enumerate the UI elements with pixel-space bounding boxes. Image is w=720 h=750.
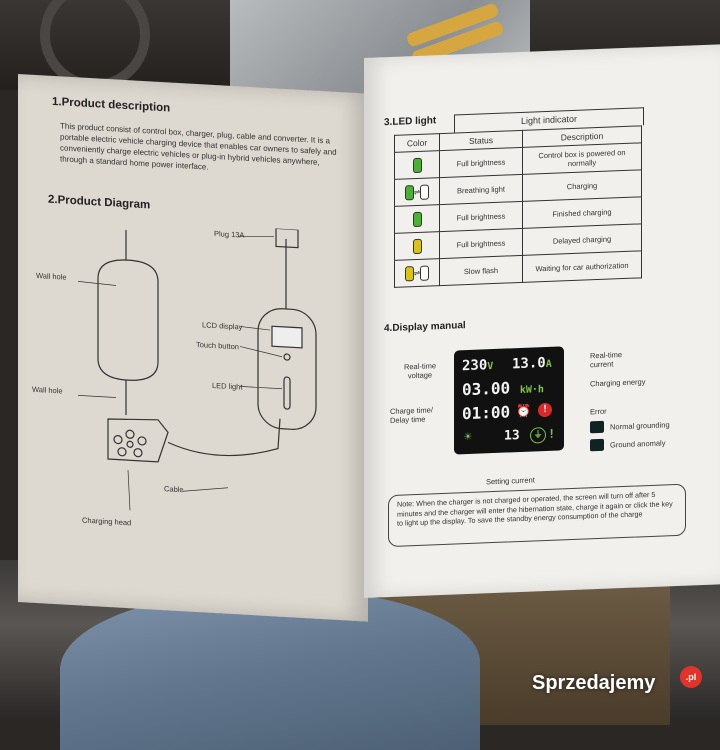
led-indicator-icon: [412, 157, 422, 173]
row-status: Breathing light: [439, 174, 523, 205]
lcd-display: [271, 325, 303, 349]
led-table: Color Status Description Full brightness…: [394, 125, 642, 288]
row-status: Full brightness: [439, 228, 523, 259]
right-page: 3.LED light Light indicator Color Status…: [364, 44, 720, 599]
label-realtime-current: Real-time current: [590, 350, 623, 370]
label-setting-current: Setting current: [486, 475, 535, 487]
setting-current-value: 13: [504, 428, 520, 444]
touch-button: [283, 353, 291, 361]
label-realtime-voltage: Real-time voltage: [403, 361, 437, 381]
section3-title: 3.LED light: [384, 115, 437, 129]
time-value: 01:00: [462, 402, 511, 424]
voltage-unit: V: [487, 361, 494, 373]
label-charging-energy: Charging energy: [590, 377, 646, 389]
voltage-value: 230: [462, 357, 488, 375]
label-normal-grounding: Normal grounding: [610, 420, 670, 432]
alarm-clock-icon: ⏰: [516, 403, 531, 419]
led-off-icon: [420, 264, 430, 281]
energy-value: 03.00: [462, 378, 511, 400]
normal-grounding-icon: [590, 420, 604, 434]
led-indicator-icon: [404, 265, 414, 281]
section1-text: This product consist of control box, cha…: [60, 121, 337, 172]
label-wall-hole-2: Wall hole: [32, 384, 63, 396]
row-status: Full brightness: [439, 147, 523, 178]
led-light: [283, 376, 291, 410]
label-led-light: LED light: [212, 380, 243, 392]
row-status: Slow flash: [439, 255, 523, 286]
label-cable: Cable: [164, 484, 184, 495]
section4-title: 4.Display manual: [384, 320, 466, 335]
left-page: 1.Product description This product consi…: [18, 74, 368, 622]
cable: [167, 418, 281, 457]
note-box: Note: When the charger is not charged or…: [388, 483, 686, 548]
error-icon: !: [538, 402, 552, 418]
led-off-icon: [420, 183, 430, 200]
label-wall-hole-1: Wall hole: [36, 271, 67, 282]
product-diagram: [77, 227, 317, 511]
lcd-display-panel: 230V 13.0A 03.00 kW·h 01:00 ⏰ ! ☀ 13 ⏚ !: [454, 346, 564, 455]
wall-holder: [97, 259, 159, 381]
section2-title: 2.Product Diagram: [48, 193, 151, 212]
current-value: 13.0: [512, 355, 546, 373]
section1-title: 1.Product description: [52, 95, 171, 115]
grounding-icon: ⏚: [530, 427, 546, 444]
watermark-pl-badge: .pl: [680, 666, 702, 688]
charging-head-body: [107, 418, 169, 463]
row-status: Full brightness: [439, 201, 523, 232]
led-indicator-icon: [412, 238, 422, 254]
ground-anomaly-icon: [590, 438, 604, 452]
label-charge-time: Charge time/ Delay time: [390, 405, 433, 426]
row-description: Waiting for car authorization: [522, 250, 642, 283]
sun-icon: ☀: [464, 429, 472, 446]
current-unit: A: [545, 358, 552, 371]
label-plug: Plug 13A: [214, 228, 245, 240]
label-error: Error: [590, 406, 607, 417]
header-color: Color: [394, 133, 440, 153]
led-indicator-icon: [404, 184, 414, 200]
plug: [275, 227, 299, 249]
control-box: [257, 308, 317, 430]
led-indicator-icon: [412, 211, 422, 227]
energy-unit: kW·h: [519, 384, 544, 397]
label-ground-anomaly: Ground anomaly: [610, 438, 666, 450]
watermark-logo: Sprzedajemy: [532, 672, 656, 694]
warning-icon: !: [548, 426, 556, 441]
